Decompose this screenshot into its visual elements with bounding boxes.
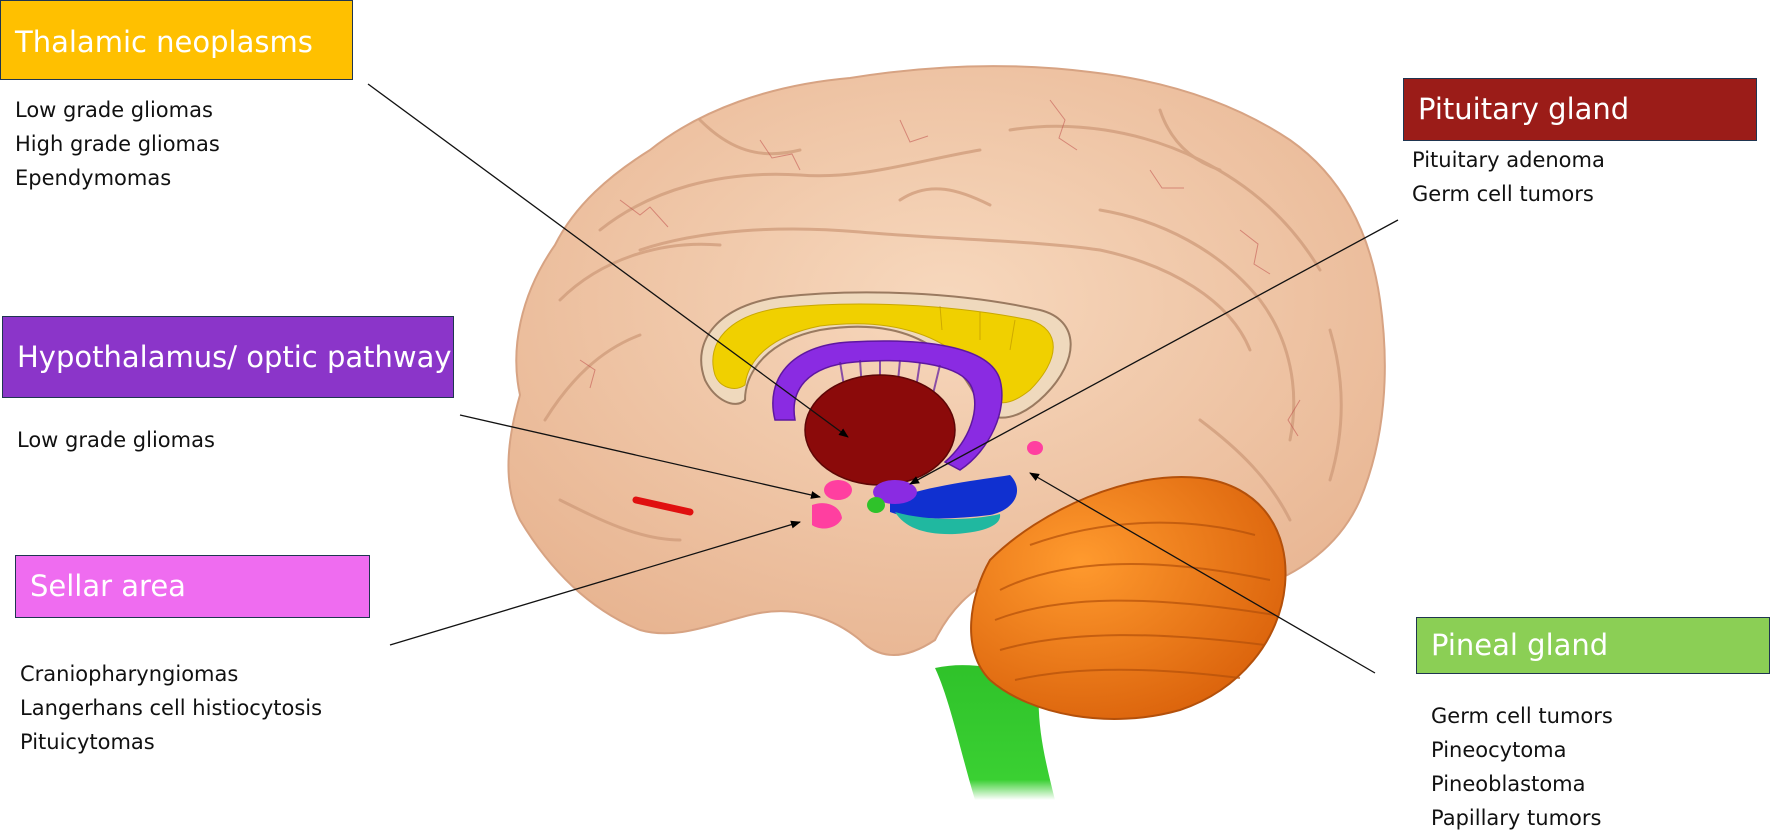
cerebellum-folia xyxy=(994,521,1276,681)
list-item: Pineocytoma xyxy=(1431,738,1567,762)
midbrain xyxy=(890,475,1018,519)
gyri-lines xyxy=(543,108,1343,542)
list-item: Low grade gliomas xyxy=(17,428,215,452)
pointer-lines xyxy=(367,83,1399,674)
hypothalamus-title-box: Hypothalamus/ optic pathway xyxy=(2,316,454,398)
sellar-title-box: Sellar area xyxy=(15,555,370,618)
pineal-title: Pineal gland xyxy=(1431,628,1609,662)
list-item: Ependymomas xyxy=(15,166,172,190)
hypothalamus-title: Hypothalamus/ optic pathway xyxy=(17,339,452,374)
pineal-pink xyxy=(1027,441,1043,455)
vessels xyxy=(579,99,1301,437)
optic-streak xyxy=(632,496,694,516)
thalamus xyxy=(804,374,956,486)
corpus-callosum xyxy=(712,303,1054,404)
sellar-pink xyxy=(812,503,842,529)
hypothalamus-list: Low grade gliomas xyxy=(17,423,215,457)
pineal-list: Germ cell tumors Pineocytoma Pineoblasto… xyxy=(1431,699,1613,835)
pituitary-purple xyxy=(873,480,917,504)
thalamic-pointer xyxy=(367,83,849,438)
pituitary-list: Pituitary adenoma Germ cell tumors xyxy=(1412,143,1605,211)
thalamic-list: Low grade gliomas High grade gliomas Epe… xyxy=(15,93,220,195)
sellar-list: Craniopharyngiomas Langerhans cell histi… xyxy=(20,657,322,759)
callosum-striations xyxy=(939,305,1016,351)
fornix xyxy=(772,340,1003,471)
thalamic-title-box: Thalamic neoplasms xyxy=(0,0,353,80)
pineal-title-box: Pineal gland xyxy=(1416,617,1770,674)
list-item: Craniopharyngiomas xyxy=(20,662,239,686)
sellar-pointer xyxy=(389,520,801,646)
list-item: Germ cell tumors xyxy=(1431,704,1613,728)
list-item: Germ cell tumors xyxy=(1412,182,1594,206)
thalamic-title: Thalamic neoplasms xyxy=(15,24,313,59)
pituitary-pointer xyxy=(909,219,1399,485)
list-item: High grade gliomas xyxy=(15,132,220,156)
pituitary-title-box: Pituitary gland xyxy=(1403,78,1757,141)
hypothalamus-pointer xyxy=(459,414,821,499)
sellar-title: Sellar area xyxy=(30,569,186,603)
list-item: Papillary tumors xyxy=(1431,806,1602,830)
list-item: Pituicytomas xyxy=(20,730,155,754)
list-item: Langerhans cell histiocytosis xyxy=(20,696,323,720)
pituitary-title: Pituitary gland xyxy=(1418,92,1630,126)
list-item: Low grade gliomas xyxy=(15,98,213,122)
list-item: Pituitary adenoma xyxy=(1412,148,1605,172)
pons-band xyxy=(895,512,1001,535)
green-nucleus xyxy=(867,497,885,513)
pineal-pointer xyxy=(1029,472,1376,674)
list-item: Pineoblastoma xyxy=(1431,772,1586,796)
hypothalamus xyxy=(824,480,852,500)
